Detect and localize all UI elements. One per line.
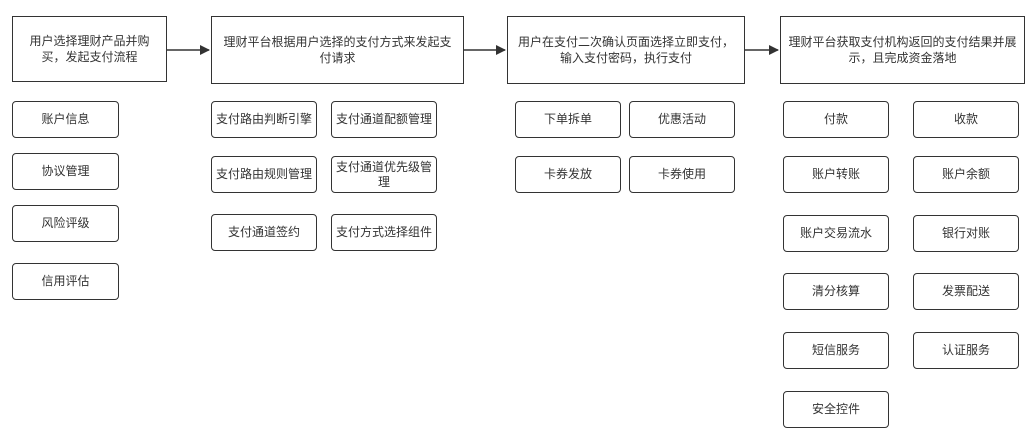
item-receipt: 收款 — [913, 101, 1019, 138]
item-invoice-delivery: 发票配送 — [913, 273, 1019, 310]
item-order-split: 下单拆单 — [515, 101, 621, 138]
item-credit-eval: 信用评估 — [12, 263, 119, 300]
item-auth-service: 认证服务 — [913, 332, 1019, 369]
item-payment: 付款 — [783, 101, 889, 138]
stage-2: 理财平台根据用户选择的支付方式来发起支付请求 — [211, 16, 464, 84]
stage-4: 理财平台获取支付机构返回的支付结果并展示，且完成资金落地 — [780, 16, 1025, 84]
item-payment-selector: 支付方式选择组件 — [331, 214, 437, 251]
item-account-info: 账户信息 — [12, 101, 119, 138]
item-clearing: 清分核算 — [783, 273, 889, 310]
item-channel-quota: 支付通道配额管理 — [331, 101, 437, 138]
stage-2-label: 理财平台根据用户选择的支付方式来发起支付请求 — [223, 35, 452, 65]
item-route-engine: 支付路由判断引擎 — [211, 101, 317, 138]
stage-3: 用户在支付二次确认页面选择立即支付，输入支付密码，执行支付 — [507, 16, 745, 84]
item-coupon-use: 卡券使用 — [629, 156, 735, 193]
stage-1-label: 用户选择理财产品并购买，发起支付流程 — [29, 34, 150, 64]
item-account-transfer: 账户转账 — [783, 156, 889, 193]
stage-3-label: 用户在支付二次确认页面选择立即支付，输入支付密码，执行支付 — [517, 35, 734, 65]
item-transaction-log: 账户交易流水 — [783, 215, 889, 252]
item-coupon-issue: 卡券发放 — [515, 156, 621, 193]
item-account-balance: 账户余额 — [913, 156, 1019, 193]
item-bank-reconcile: 银行对账 — [913, 215, 1019, 252]
stage-1: 用户选择理财产品并购买，发起支付流程 — [12, 16, 167, 82]
item-agreement-mgmt: 协议管理 — [12, 153, 119, 190]
item-sms-service: 短信服务 — [783, 332, 889, 369]
item-route-rules: 支付路由规则管理 — [211, 156, 317, 193]
item-promotion: 优惠活动 — [629, 101, 735, 138]
item-security-control: 安全控件 — [783, 391, 889, 428]
item-channel-priority: 支付通道优先级管理 — [331, 156, 437, 193]
item-channel-signing: 支付通道签约 — [211, 214, 317, 251]
stage-4-label: 理财平台获取支付机构返回的支付结果并展示，且完成资金落地 — [788, 35, 1017, 65]
item-risk-rating: 风险评级 — [12, 205, 119, 242]
